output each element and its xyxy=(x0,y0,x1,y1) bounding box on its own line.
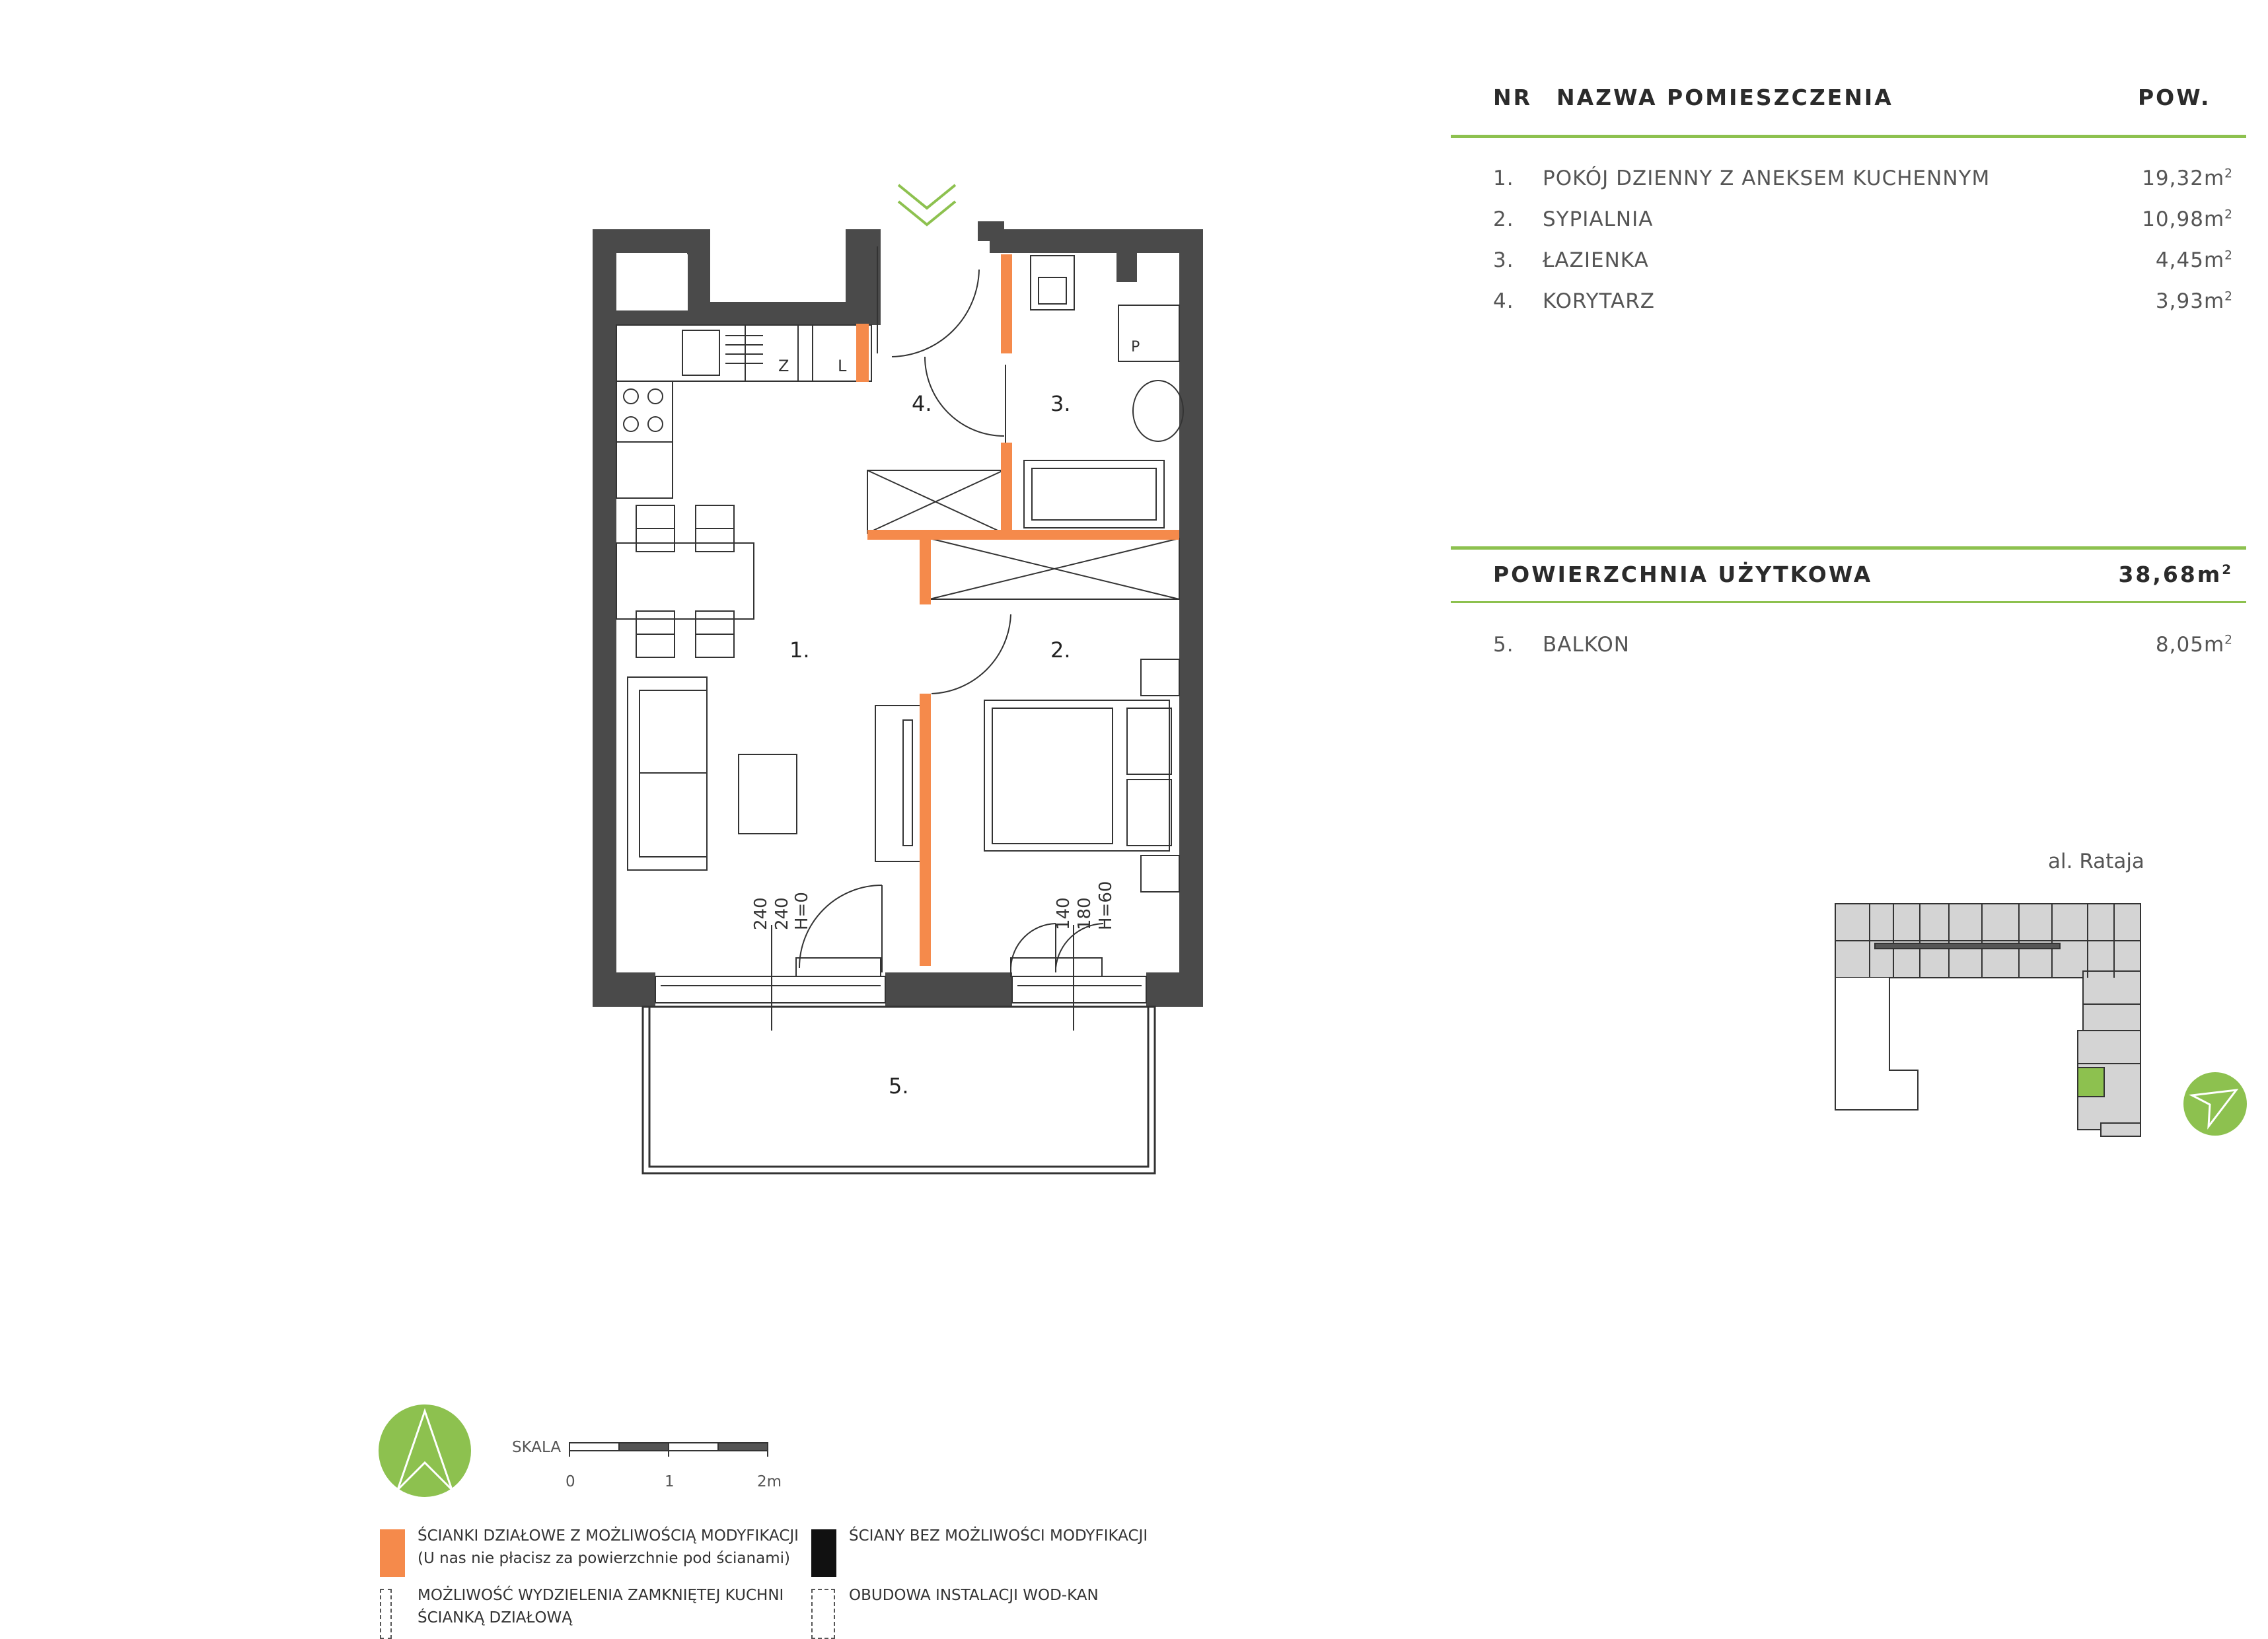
legend-kitchen-line1: MOŻLIWOŚĆ WYDZIELENIA ZAMKNIĘTEJ KUCHNI xyxy=(418,1587,784,1604)
scale-bar xyxy=(569,1442,768,1457)
svg-text:H=60: H=60 xyxy=(1096,881,1116,930)
balcony-outline xyxy=(641,1005,1156,1175)
legend-swatch-installation xyxy=(811,1589,835,1639)
svg-text:240: 240 xyxy=(772,897,792,930)
fixed-walls xyxy=(593,221,1203,1007)
room-area: 4,45m2 xyxy=(2155,248,2233,272)
scale-tick-1: 1 xyxy=(665,1473,675,1490)
usable-area-value: 38,68m2 xyxy=(2118,562,2233,587)
room-area: 19,32m2 xyxy=(2142,166,2233,190)
north-arrow-map-icon xyxy=(2183,1072,2247,1136)
mark-z: Z xyxy=(778,357,789,375)
scale-label: SKALA xyxy=(512,1439,562,1456)
legend-installation: OBUDOWA INSTALACJI WOD-KAN xyxy=(849,1587,1099,1604)
balcony-row: 5. BALKON 8,05m2 xyxy=(1493,633,2233,666)
table-header-name: NAZWA POMIESZCZENIA xyxy=(1556,85,1893,110)
usable-area-label: POWIERZCHNIA UŻYTKOWA xyxy=(1493,562,1873,587)
modifiable-walls xyxy=(856,254,1179,966)
room-label-2: 2. xyxy=(1050,637,1071,663)
kitchen-marks: Z L xyxy=(778,357,847,375)
site-map xyxy=(1835,903,2141,1137)
room-area: 8,05m2 xyxy=(2155,633,2233,657)
room-row-4: 4. KORYTARZ 3,93m2 xyxy=(1493,289,2233,322)
room-label-1: 1. xyxy=(789,637,810,663)
room-name: ŁAZIENKA xyxy=(1543,248,1649,272)
room-number: 2. xyxy=(1493,207,1514,231)
table-header-area: POW. xyxy=(2138,85,2211,110)
room-label-4: 4. xyxy=(912,391,932,416)
entrance-arrow-icon xyxy=(897,184,957,227)
table-header-nr: NR xyxy=(1493,85,1533,110)
legend-modifiable-line1: ŚCIANKI DZIAŁOWE Z MOŻLIWOŚCIĄ MODYFIKAC… xyxy=(418,1527,799,1545)
room-row-1: 1. POKÓJ DZIENNY Z ANEKSEM KUCHENNYM 19,… xyxy=(1493,166,2233,200)
room-number: 5. xyxy=(1493,633,1514,657)
legend-modifiable-line2: (U nas nie płacisz za powierzchnie pod ś… xyxy=(418,1550,790,1567)
svg-text:240: 240 xyxy=(751,897,771,930)
usable-rule-top xyxy=(1451,546,2246,550)
scale-tick-2: 2m xyxy=(757,1473,782,1490)
window-dims-left: 240 240 H=0 xyxy=(751,892,812,930)
table-header-rule xyxy=(1451,135,2246,138)
room-number: 3. xyxy=(1493,248,1514,272)
svg-text:140: 140 xyxy=(1054,897,1074,930)
room-label-5: 5. xyxy=(889,1074,909,1099)
room-area: 10,98m2 xyxy=(2142,207,2233,231)
legend-swatch-fixed xyxy=(811,1529,836,1577)
room-label-3: 3. xyxy=(1050,391,1071,416)
legend-swatch-modifiable xyxy=(380,1529,405,1577)
legend-swatch-kitchen xyxy=(380,1589,392,1639)
legend-kitchen-line2: ŚCIANKĄ DZIAŁOWĄ xyxy=(418,1609,572,1626)
room-name: KORYTARZ xyxy=(1543,289,1656,313)
room-name: SYPIALNIA xyxy=(1543,207,1654,231)
room-row-3: 3. ŁAZIENKA 4,45m2 xyxy=(1493,248,2233,281)
scale-tick-0: 0 xyxy=(566,1473,575,1490)
mark-l: L xyxy=(838,357,847,375)
north-arrow-icon xyxy=(379,1404,471,1497)
svg-text:P: P xyxy=(1131,339,1140,355)
legend-fixed: ŚCIANY BEZ MOŻLIWOŚCI MODYFIKACJI xyxy=(849,1527,1148,1545)
svg-text:H=0: H=0 xyxy=(792,892,812,930)
room-name: POKÓJ DZIENNY Z ANEKSEM KUCHENNYM xyxy=(1543,166,1991,190)
window-dims-right: 140 180 H=60 xyxy=(1054,881,1116,930)
room-area: 3,93m2 xyxy=(2155,289,2233,313)
room-number: 1. xyxy=(1493,166,1514,190)
window-openings xyxy=(655,957,1147,1003)
svg-text:180: 180 xyxy=(1075,897,1095,930)
room-labels: 1. 2. 3. 4. 5. xyxy=(789,391,1071,1099)
room-number: 4. xyxy=(1493,289,1514,313)
room-name: BALKON xyxy=(1543,633,1630,657)
street-label: al. Rataja xyxy=(2048,850,2144,873)
room-row-2: 2. SYPIALNIA 10,98m2 xyxy=(1493,207,2233,240)
usable-rule-bottom xyxy=(1451,601,2246,603)
